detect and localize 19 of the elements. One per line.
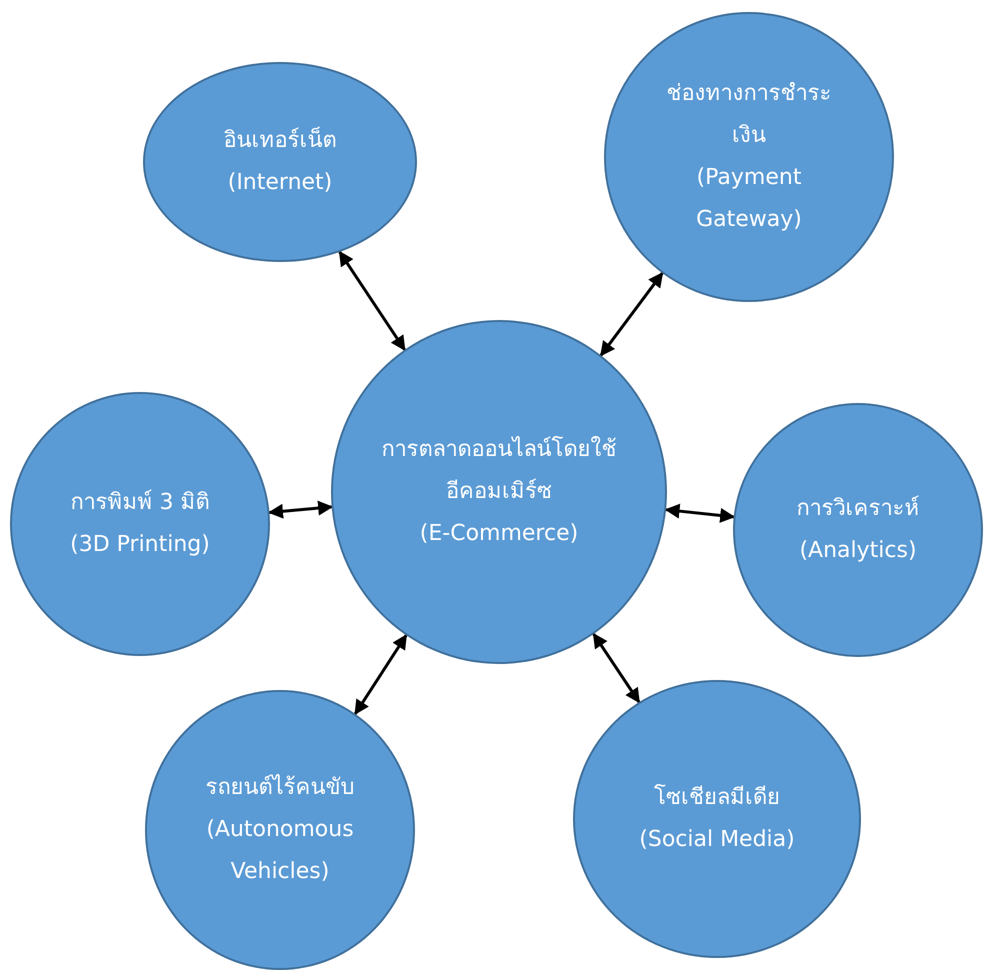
node-text: โซเชียลมีเดีย (654, 783, 780, 812)
node-text: (Payment Gateway) (695, 164, 803, 234)
double-arrow (354, 634, 408, 716)
node-text: (Social Media) (639, 826, 795, 854)
node-text: ช่องทางการชำระเงิน (666, 80, 832, 150)
node-text: (Analytics) (799, 537, 917, 565)
double-arrow (600, 272, 664, 357)
double-arrow (664, 504, 736, 523)
node-text: การพิมพ์ 3 มิติ (3D Printing) (69, 488, 211, 559)
node-text: (Autonomous Vehicles) (205, 816, 355, 886)
double-arrow (338, 250, 406, 351)
double-arrow (268, 500, 334, 519)
node-text: รถยนต์ไร้คนขับ (206, 773, 354, 802)
node-text: (Internet) (228, 169, 332, 197)
node-text: อินเทอร์เน็ต (224, 126, 336, 156)
node-text: (E-Commerce) (420, 520, 578, 548)
node-text: การวิเคราะห์ (796, 494, 920, 524)
double-arrow (592, 632, 640, 704)
node-text: การตลาดออนไลน์โดยใช้อีคอมเมิร์ซ (380, 435, 618, 506)
